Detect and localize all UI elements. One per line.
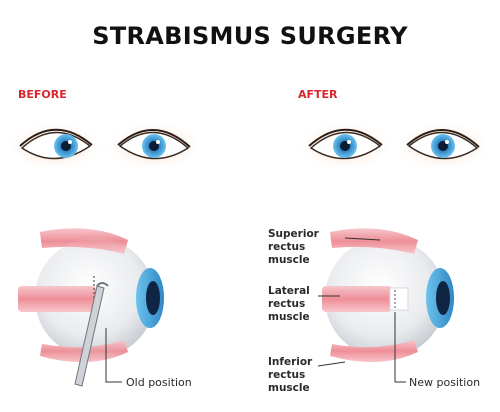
before-left-eye <box>108 122 200 170</box>
new-position-label: New position <box>409 376 481 389</box>
after-right-eye <box>299 122 391 170</box>
after-inferior-muscle <box>330 340 418 363</box>
before-lateral-muscle <box>18 286 96 312</box>
before-right-eye <box>9 122 101 170</box>
before-eyeball <box>18 228 164 387</box>
inferior-rectus-label: Inferior rectus muscle <box>268 356 313 394</box>
old-position-label: Old position <box>126 376 192 389</box>
after-label: AFTER <box>298 88 338 101</box>
after-left-eye <box>397 122 489 170</box>
after-eyeball <box>317 228 454 383</box>
after-superior-muscle <box>330 228 418 254</box>
superior-rectus-label: Superior rectus muscle <box>268 228 319 266</box>
diagram-title: STRABISMUS SURGERY <box>92 22 408 50</box>
surgical-hook <box>74 282 109 387</box>
after-lateral-muscle <box>322 286 392 312</box>
lateral-rectus-label: Lateral rectus muscle <box>268 285 310 323</box>
before-label: BEFORE <box>18 88 67 101</box>
